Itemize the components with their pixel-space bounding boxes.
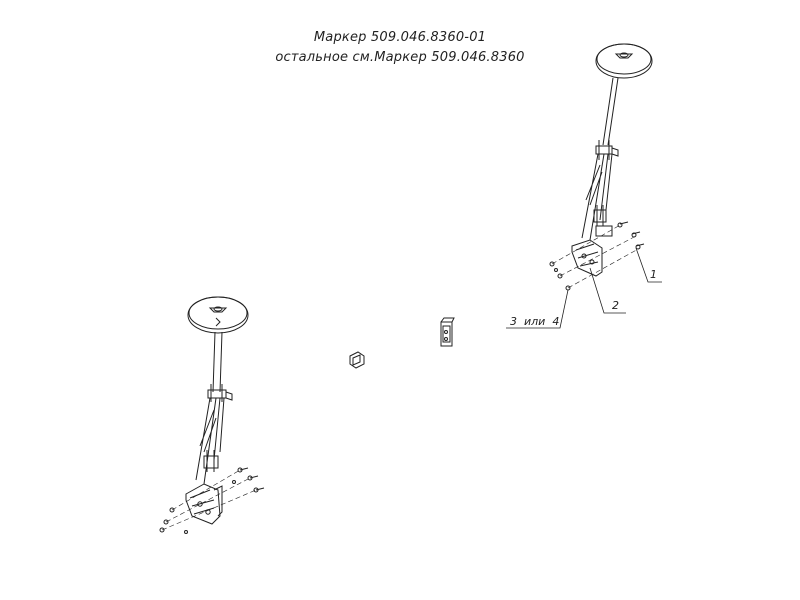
drawing-title: Маркер 509.046.8360-01: [313, 30, 487, 45]
marker-pole-right: [602, 77, 619, 146]
base-bracket-left: [185, 483, 223, 525]
marker-assembly-left: [159, 296, 265, 534]
pole-clamp-right: [595, 140, 619, 160]
leader-3: [506, 289, 569, 329]
leader-2: [589, 267, 626, 314]
marker-frame-left: [195, 397, 225, 485]
bolt-group-right: [549, 221, 645, 291]
clip-part-center: [349, 351, 365, 369]
callout-3: 3 или 4: [510, 315, 559, 328]
leader-lines: [506, 247, 662, 329]
marker-disc-left: [187, 296, 249, 334]
mid-clamp-left: [203, 450, 219, 472]
mid-clamp-right: [593, 205, 607, 226]
callout-1: 1: [650, 268, 657, 281]
bolt-axis-lines-left: [161, 469, 257, 531]
bracket-part-center: [440, 317, 455, 347]
leader-1: [635, 247, 662, 283]
marker-assembly-right: [549, 43, 653, 291]
pole-clamp-left: [207, 384, 233, 402]
base-bracket-right: [571, 239, 603, 277]
bolt-group-left: [159, 467, 265, 534]
drawing-subtitle: остальное см.Маркер 509.046.8360: [275, 50, 525, 65]
bolt-axis-lines-right: [551, 223, 641, 289]
callout-2: 2: [612, 299, 619, 312]
marker-frame-right: [581, 153, 613, 241]
marker-pole-left: [212, 331, 223, 393]
bracket-upper-right: [595, 225, 613, 237]
marker-disc-right: [595, 43, 653, 79]
